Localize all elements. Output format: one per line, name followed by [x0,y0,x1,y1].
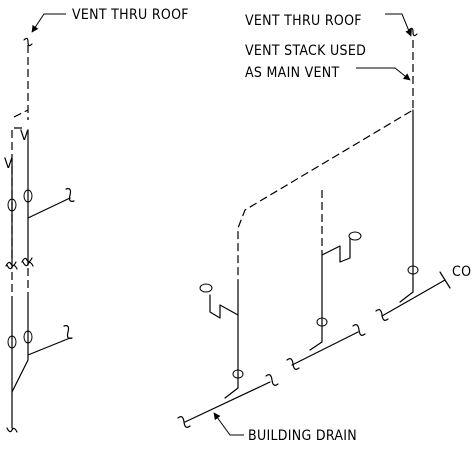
cleanout-fitting [232,369,244,379]
break-symbol [21,257,33,263]
vent-mark-a: V [4,156,13,172]
trap-fitting [23,330,33,344]
leader-line [31,13,66,33]
break-symbol [6,264,18,270]
break-symbol [286,358,300,370]
label-building-drain: BUILDING DRAIN [248,428,357,444]
trap-fitting [7,198,17,212]
cleanout-end [439,271,451,289]
label-cleanout: CO [452,264,471,280]
break-symbol [5,261,17,267]
vent-header [237,100,414,285]
cleanout-fitting [316,317,328,327]
building-drain-2 [291,331,359,366]
fixture-outlet [348,231,362,241]
fixture-arm [27,197,71,219]
label-vent-thru-roof-right: VENT THRU ROOF [245,13,362,29]
middle-fixture-arm [321,237,351,263]
break-symbol [352,324,366,336]
stack-offset [399,284,414,303]
left-lower-stack [5,257,73,433]
label-vent-thru-roof-left: VENT THRU ROOF [72,7,189,23]
fixture-outlet [199,283,213,293]
trap-fitting [23,189,33,203]
leader-line [356,67,411,81]
main-system [177,27,451,428]
label-vent-stack-line1: VENT STACK USED [245,43,366,59]
break-symbol [177,416,191,428]
break-symbol [375,309,389,321]
leader-line [385,13,412,37]
break-symbol [65,188,75,202]
vent-mark-b: V [20,128,29,144]
trap-fitting [7,335,17,349]
break-symbol [63,325,73,339]
left-fixture-arm [209,294,239,319]
label-vent-stack-line2: AS MAIN VENT [245,65,340,81]
fixture-arm [27,337,71,356]
lower-stack-b [11,299,29,393]
roof-break-symbol [408,27,418,37]
left-stack [224,284,239,399]
building-drain [184,381,271,423]
left-roof-break-symbol [23,37,33,47]
cleanout-fitting [407,265,419,275]
break-symbol [6,427,18,433]
building-drain-3 [381,279,446,317]
left-upper-stack: V V [4,37,75,270]
break-symbol [22,261,34,267]
leader-line [213,412,244,436]
left-branch-vent-2 [13,109,29,118]
break-symbol [265,374,279,386]
middle-stack [309,257,323,351]
